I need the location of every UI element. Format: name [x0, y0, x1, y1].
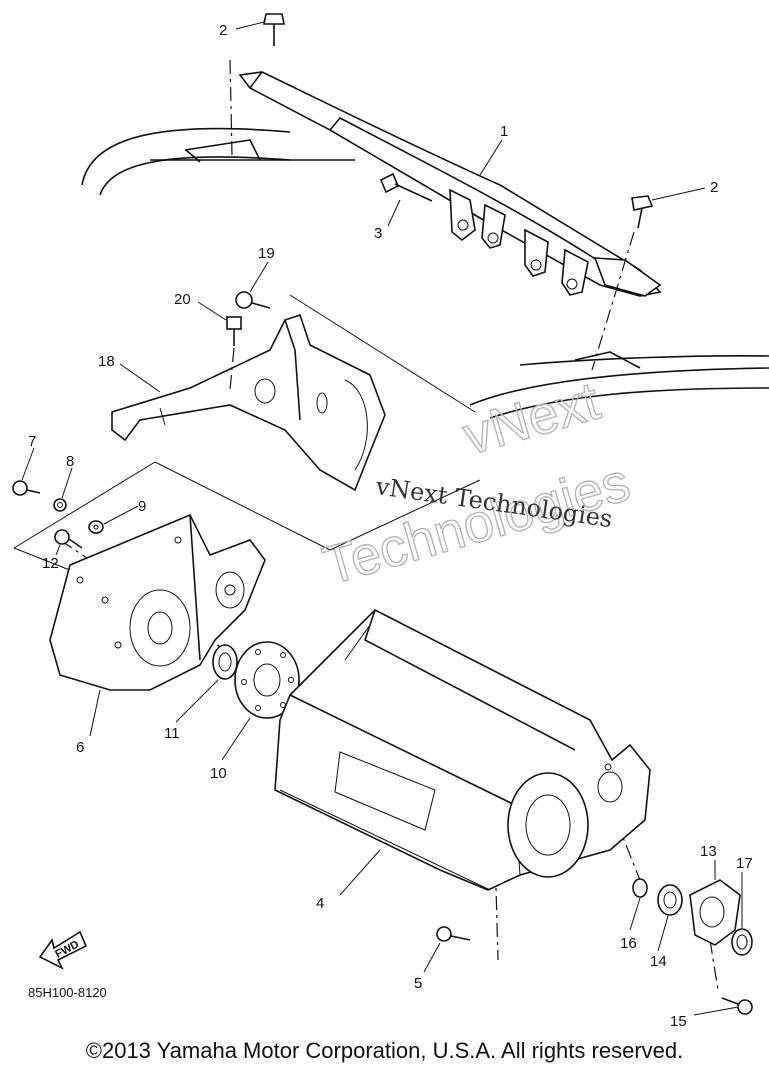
part-label-17: 17 [736, 855, 753, 872]
part-label-3: 3 [374, 225, 382, 242]
bearing-housing-13 [689, 879, 741, 946]
part-label-20: 20 [174, 291, 191, 308]
bearing-11 [212, 644, 238, 680]
bolt-20 [226, 316, 242, 346]
frame-outline [81, 127, 769, 419]
bracket [111, 313, 386, 492]
washer-16 [632, 878, 648, 898]
bolt-5 [436, 926, 471, 942]
bolt-19 [235, 291, 271, 309]
side-plate [49, 513, 266, 691]
part-label-1: 1 [500, 123, 508, 140]
part-label-8: 8 [66, 453, 74, 470]
part-label-11: 11 [164, 725, 180, 742]
part-label-16: 16 [620, 935, 637, 952]
watermark-outline-1: vNext [457, 371, 606, 467]
washer-9 [88, 520, 104, 534]
bolt-12 [54, 529, 83, 549]
part-label-5: 5 [414, 975, 422, 992]
part-labels: 2 1 2 3 19 20 18 7 8 9 12 6 11 10 4 5 16… [28, 22, 753, 1030]
part-label-7: 7 [28, 433, 36, 450]
bolt-15 [721, 997, 753, 1015]
part-label-12: 12 [42, 555, 59, 572]
part-label-6: 6 [76, 739, 84, 756]
part-label-9: 9 [138, 498, 146, 515]
part-label-15: 15 [670, 1013, 687, 1030]
flange-plate [234, 641, 300, 719]
bolt-2-right [631, 195, 654, 229]
bolt-7 [12, 480, 41, 496]
forward-arrow-icon: FWD [38, 930, 88, 970]
part-label-14: 14 [650, 953, 667, 970]
drawing-code: 85H100-8120 [28, 985, 107, 1000]
part-label-10: 10 [210, 765, 227, 782]
fwd-label: FWD [53, 938, 81, 960]
exploded-parts-diagram: 2 1 2 3 19 20 18 7 8 9 12 6 11 10 4 5 16… [12, 13, 769, 1030]
copyright-notice: ©2013 Yamaha Motor Corporation, U.S.A. A… [85, 1038, 684, 1063]
nut-8 [53, 498, 67, 512]
leader-lines [21, 21, 743, 1016]
part-label-2a: 2 [219, 22, 227, 39]
bolt-2-top [263, 13, 285, 46]
part-label-2b: 2 [710, 179, 718, 196]
chain-case [274, 609, 651, 891]
seal-17 [731, 928, 753, 956]
part-label-19: 19 [258, 245, 275, 262]
part-label-4: 4 [316, 895, 324, 912]
bolt-3 [379, 172, 433, 202]
cross-member [238, 71, 662, 297]
part-label-13: 13 [700, 843, 717, 860]
reference-frame [13, 294, 481, 581]
part-label-18: 18 [98, 353, 115, 370]
bearing-14 [657, 884, 683, 916]
